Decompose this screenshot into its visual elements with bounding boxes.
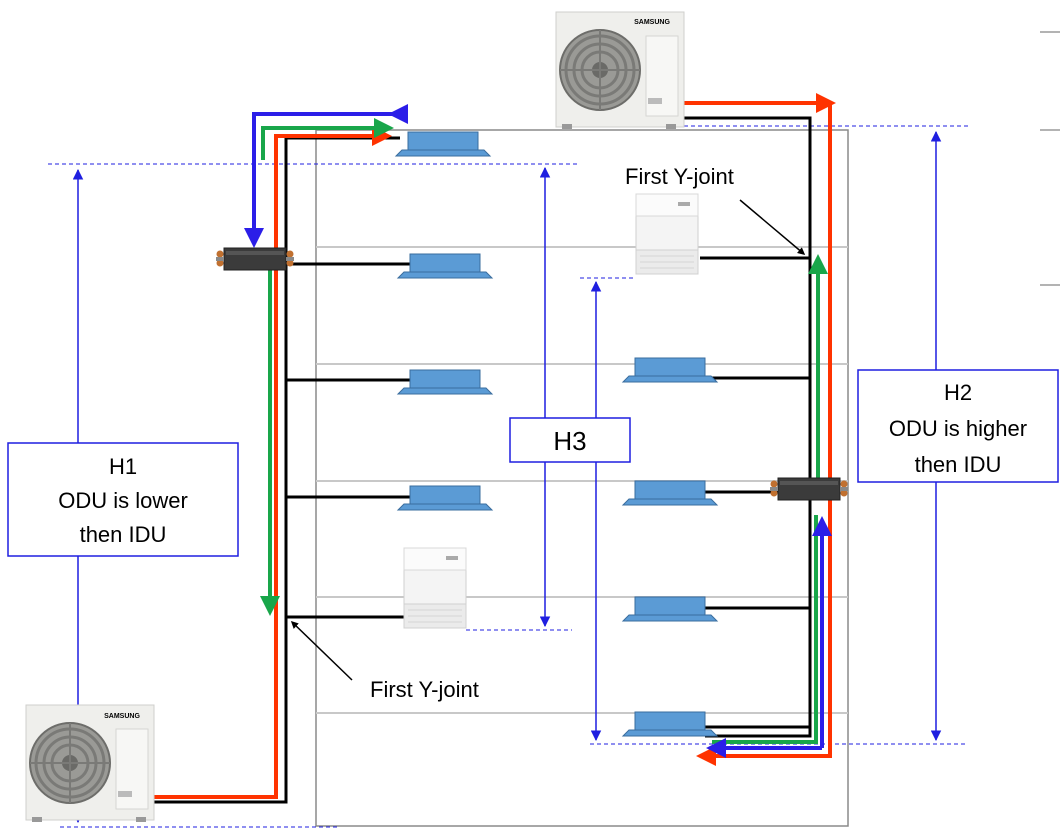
- h1-line-3: then IDU: [80, 522, 167, 547]
- first-y-joint-right-callout: First Y-joint: [625, 164, 806, 255]
- odu-brand-top: SAMSUNG: [634, 19, 670, 26]
- indoor-unit: [397, 485, 493, 511]
- h3-label-box: H3: [509, 417, 631, 463]
- h3-title: H3: [553, 426, 586, 456]
- mcu-unit-right: [769, 477, 849, 501]
- hydro-unit-bottom: [403, 547, 467, 629]
- hydro-unit-top: [635, 193, 699, 275]
- h1-title: H1: [109, 454, 137, 479]
- h2-line-3: then IDU: [915, 452, 1002, 477]
- odu-brand-bottom: SAMSUNG: [104, 713, 140, 720]
- indoor-unit: [622, 480, 718, 506]
- outdoor-unit-bottom: SAMSUNG: [24, 703, 156, 824]
- outdoor-unit-top: SAMSUNG: [554, 10, 686, 131]
- floor-lines: [316, 246, 848, 714]
- mcu-unit-left: [215, 247, 295, 271]
- left-pipe-system: [150, 104, 410, 804]
- indoor-unit: [622, 357, 718, 383]
- right-pipe-system: [684, 93, 836, 766]
- indoor-unit: [622, 596, 718, 622]
- h2-title: H2: [944, 380, 972, 405]
- first-y-joint-left-label: First Y-joint: [370, 677, 479, 702]
- indoor-unit: [397, 253, 493, 279]
- indoor-unit: [395, 131, 491, 157]
- h1-label-box: H1 ODU is lower then IDU: [7, 442, 239, 557]
- indoor-unit: [397, 369, 493, 395]
- h3-dimension: [539, 166, 602, 742]
- first-y-joint-left-callout: First Y-joint: [290, 620, 479, 702]
- indoor-unit: [622, 711, 718, 737]
- side-marks: [1040, 31, 1060, 286]
- h2-label-box: H2 ODU is higher then IDU: [857, 369, 1059, 483]
- building-outline: [315, 129, 849, 827]
- h1-line-2: ODU is lower: [58, 488, 188, 513]
- h2-line-2: ODU is higher: [889, 416, 1027, 441]
- first-y-joint-right-label: First Y-joint: [625, 164, 734, 189]
